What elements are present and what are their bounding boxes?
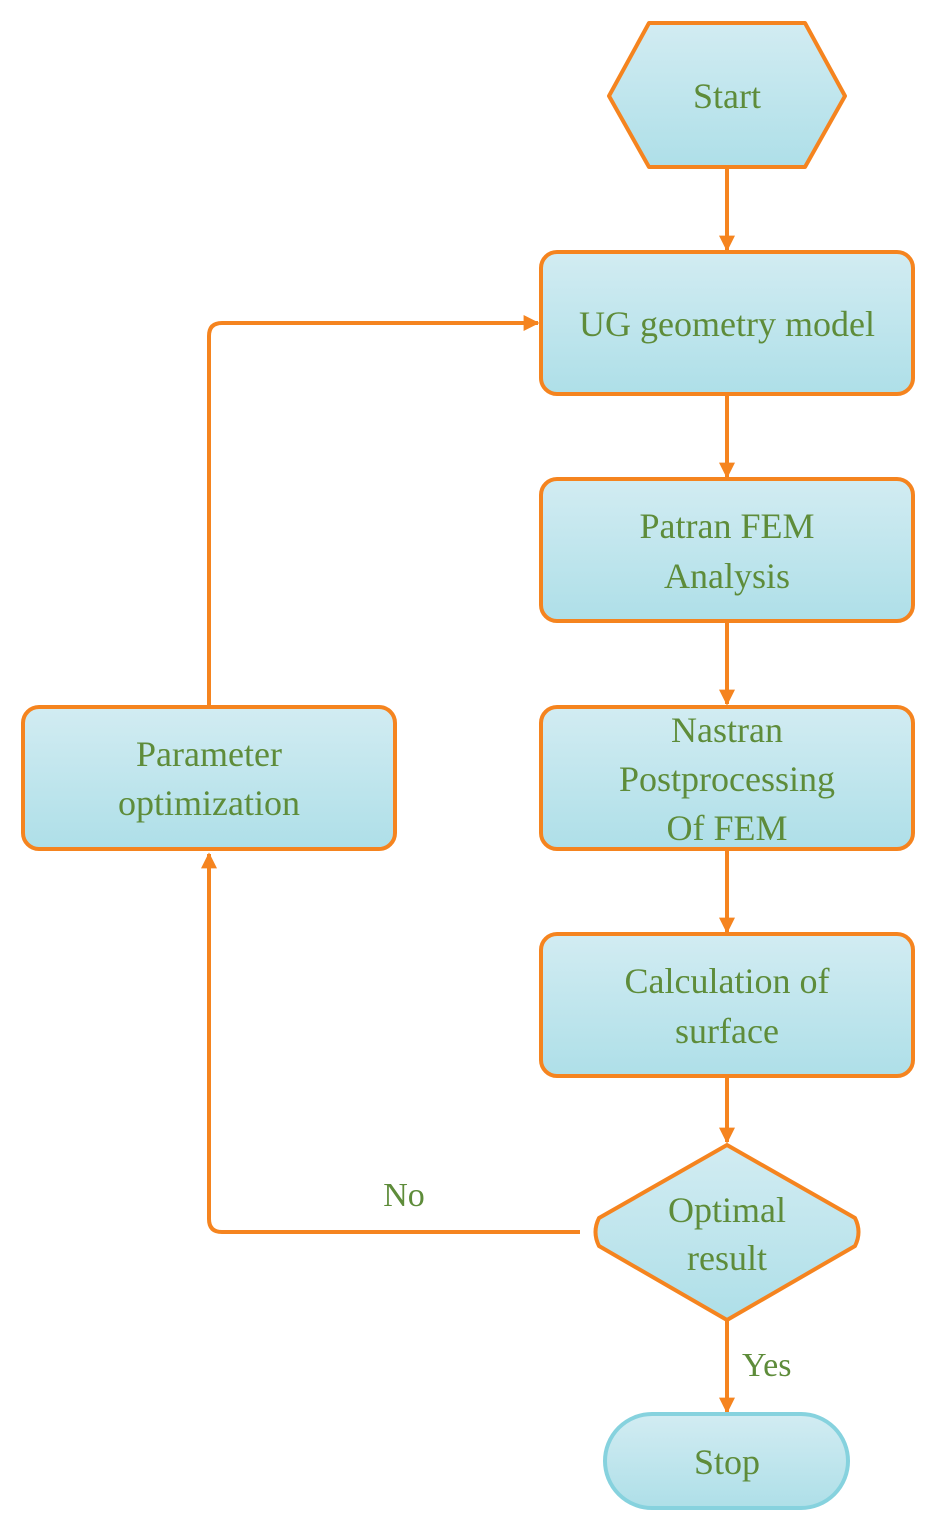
start-label: Start [693,76,761,116]
stop-node[interactable]: Stop [603,1412,850,1510]
start-hexagon [607,21,847,169]
parameter-optimization-label-line-1: Parameter [136,734,282,774]
nastran-postprocessing-node[interactable]: Nastran Postprocessing Of FEM [539,705,915,851]
edge-parameter-to-ug [207,315,540,707]
optimal-result-label-line-2: result [687,1238,767,1278]
parameter-optimization-label-line-2: optimization [118,783,300,823]
ug-geometry-model-node[interactable]: UG geometry model [539,250,915,396]
patran-fem-analysis-label-line-2: Analysis [664,556,790,596]
optimal-result-label-line-1: Optimal [668,1190,786,1230]
parameter-optimization-node[interactable]: Parameter optimization [21,705,397,851]
edge-optimal-to-parameter [201,852,580,1234]
no-branch-label: No [383,1177,425,1214]
ug-geometry-model-label: UG geometry model [579,304,875,344]
parameter-optimization-box [21,705,397,851]
calculation-of-surface-box [539,932,915,1078]
yes-branch-label: Yes [742,1347,791,1384]
calculation-of-surface-label-line-1: Calculation of [625,961,830,1001]
nastran-postprocessing-box [539,705,915,851]
nastran-postprocessing-label-line-1: Nastran [671,710,783,750]
ug-geometry-model-box [539,250,915,396]
calculation-of-surface-label-line-2: surface [675,1011,779,1051]
patran-fem-analysis-node[interactable]: Patran FEM Analysis [539,477,915,623]
stop-terminal [603,1412,850,1510]
optimal-result-decision[interactable]: Optimal result [593,1143,861,1322]
calculation-of-surface-node[interactable]: Calculation of surface [539,932,915,1078]
connectors [201,167,735,1414]
start-node[interactable]: Start [607,21,847,169]
patran-fem-analysis-label-line-1: Patran FEM [640,506,815,546]
optimal-result-diamond [593,1143,861,1322]
stop-label: Stop [694,1442,760,1482]
nastran-postprocessing-label-line-3: Of FEM [666,808,787,848]
patran-fem-analysis-box [539,477,915,623]
nastran-postprocessing-label-line-2: Postprocessing [619,759,835,799]
